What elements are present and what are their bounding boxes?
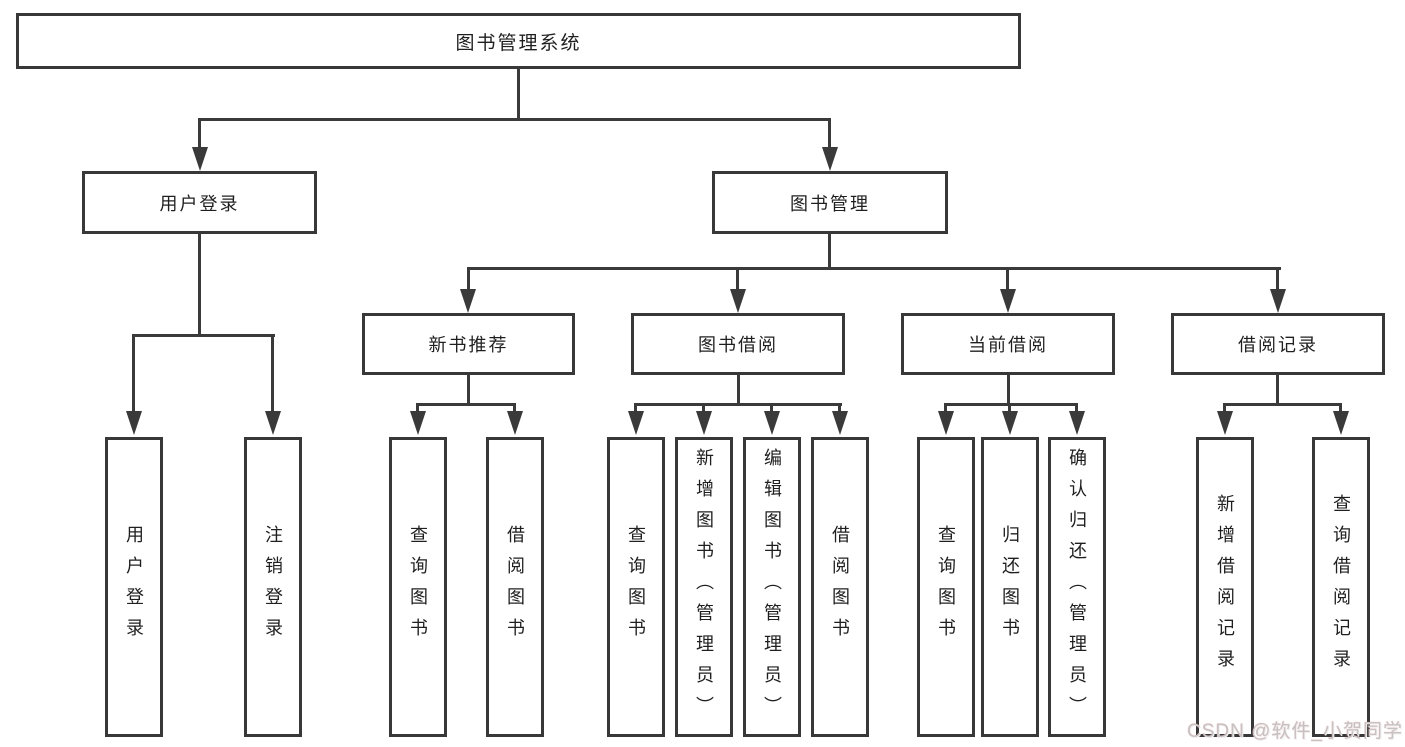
- leaf-label: 编辑图书（管理员）: [762, 447, 782, 727]
- connector-drop-leaf: [1223, 403, 1226, 413]
- leaf-edit-book-admin: 编辑图书（管理员）: [743, 437, 801, 737]
- leaf-label: 借阅图书: [830, 525, 850, 649]
- connector-drop-leaf: [838, 403, 841, 413]
- arrowhead-leaf: [1333, 411, 1349, 435]
- arrowhead-new-book: [460, 289, 476, 313]
- connector-drop-borrow-record: [1276, 267, 1279, 289]
- connector-drop-leaf: [1008, 403, 1011, 413]
- connector-drop-book-borrow: [736, 267, 739, 289]
- node-new-book-recommend: 新书推荐: [362, 313, 575, 375]
- leaf-label: 确认归还（管理员）: [1067, 447, 1087, 727]
- connector-borrow-record-stem: [1276, 374, 1279, 404]
- arrowhead-leaf: [764, 411, 780, 435]
- leaf-do-user-login: 用户登录: [105, 437, 163, 737]
- arrowhead-logout: [265, 411, 281, 435]
- arrowhead-leaf: [1217, 411, 1233, 435]
- arrowhead-borrow-record: [1270, 289, 1286, 313]
- connector-new-book-stem: [467, 374, 470, 404]
- leaf-add-book-admin: 新增图书（管理员）: [675, 437, 733, 737]
- connector-current-borrow-stem: [1007, 374, 1010, 404]
- leaf-borrow-book-recommend: 借阅图书: [486, 437, 544, 737]
- leaf-label: 查询图书: [408, 525, 428, 649]
- arrowhead-leaf: [1002, 411, 1018, 435]
- arrowhead-book-management: [822, 147, 838, 171]
- connector-root-stem: [517, 68, 520, 119]
- connector-drop-leaf: [634, 403, 637, 413]
- leaf-borrow-book: 借阅图书: [811, 437, 869, 737]
- connector-user-login-bar: [134, 334, 275, 337]
- arrowhead-leaf: [410, 411, 426, 435]
- arrowhead-do-login: [126, 411, 142, 435]
- leaf-label: 新增借阅记录: [1215, 494, 1235, 680]
- leaf-label: 查询图书: [936, 525, 956, 649]
- connector-drop-do-login: [132, 334, 135, 411]
- connector-drop-book-management: [828, 118, 831, 148]
- node-book-borrow: 图书借阅: [631, 313, 845, 375]
- leaf-label: 用户登录: [124, 525, 144, 649]
- leaf-query-current-book: 查询图书: [917, 437, 975, 737]
- leaf-add-borrow-record: 新增借阅记录: [1196, 437, 1254, 737]
- connector-drop-user-login: [198, 118, 201, 148]
- leaf-logout: 注销登录: [244, 437, 302, 737]
- arrowhead-leaf: [938, 411, 954, 435]
- connector-new-book-bar: [417, 403, 516, 406]
- node-current-borrow: 当前借阅: [901, 313, 1115, 375]
- leaf-return-book: 归还图书: [981, 437, 1039, 737]
- arrowhead-leaf: [832, 411, 848, 435]
- connector-user-login-stem: [198, 234, 201, 335]
- leaf-confirm-return-admin: 确认归还（管理员）: [1048, 437, 1106, 737]
- connector-drop-current-borrow: [1006, 267, 1009, 289]
- connector-borrow-record-bar: [1224, 403, 1342, 406]
- leaf-label: 新增图书（管理员）: [694, 447, 714, 727]
- leaf-query-book: 查询图书: [607, 437, 665, 737]
- leaf-query-borrow-record: 查询借阅记录: [1312, 437, 1370, 737]
- leaf-label: 查询图书: [626, 525, 646, 649]
- leaf-label: 借阅图书: [505, 525, 525, 649]
- connector-level3-bar: [467, 267, 1281, 270]
- connector-book-borrow-stem: [737, 374, 740, 404]
- connector-drop-leaf: [702, 403, 705, 413]
- connector-drop-leaf: [416, 403, 419, 413]
- connector-current-borrow-bar: [945, 403, 1078, 406]
- arrowhead-leaf: [1069, 411, 1085, 435]
- connector-drop-leaf: [513, 403, 516, 413]
- connector-drop-leaf: [1075, 403, 1078, 413]
- arrowhead-leaf: [507, 411, 523, 435]
- arrowhead-user-login: [192, 147, 208, 171]
- node-book-management: 图书管理: [712, 171, 948, 234]
- arrowhead-leaf: [628, 411, 644, 435]
- connector-drop-logout: [271, 334, 274, 411]
- connector-book-management-stem: [828, 234, 831, 268]
- arrowhead-current-borrow: [1000, 289, 1016, 313]
- leaf-label: 注销登录: [263, 525, 283, 649]
- leaf-query-book-recommend: 查询图书: [389, 437, 447, 737]
- connector-book-borrow-bar: [635, 403, 842, 406]
- arrowhead-book-borrow: [730, 289, 746, 313]
- connector-drop-leaf: [770, 403, 773, 413]
- arrowhead-leaf: [696, 411, 712, 435]
- node-library-management-system: 图书管理系统: [16, 13, 1021, 69]
- leaf-label: 归还图书: [1000, 525, 1020, 649]
- node-user-login: 用户登录: [82, 171, 317, 234]
- connector-drop-new-book: [467, 267, 470, 289]
- connector-drop-leaf: [1339, 403, 1342, 413]
- connector-drop-leaf: [944, 403, 947, 413]
- leaf-label: 查询借阅记录: [1331, 494, 1351, 680]
- node-borrow-record: 借阅记录: [1171, 313, 1385, 375]
- connector-level2-bar: [198, 118, 831, 121]
